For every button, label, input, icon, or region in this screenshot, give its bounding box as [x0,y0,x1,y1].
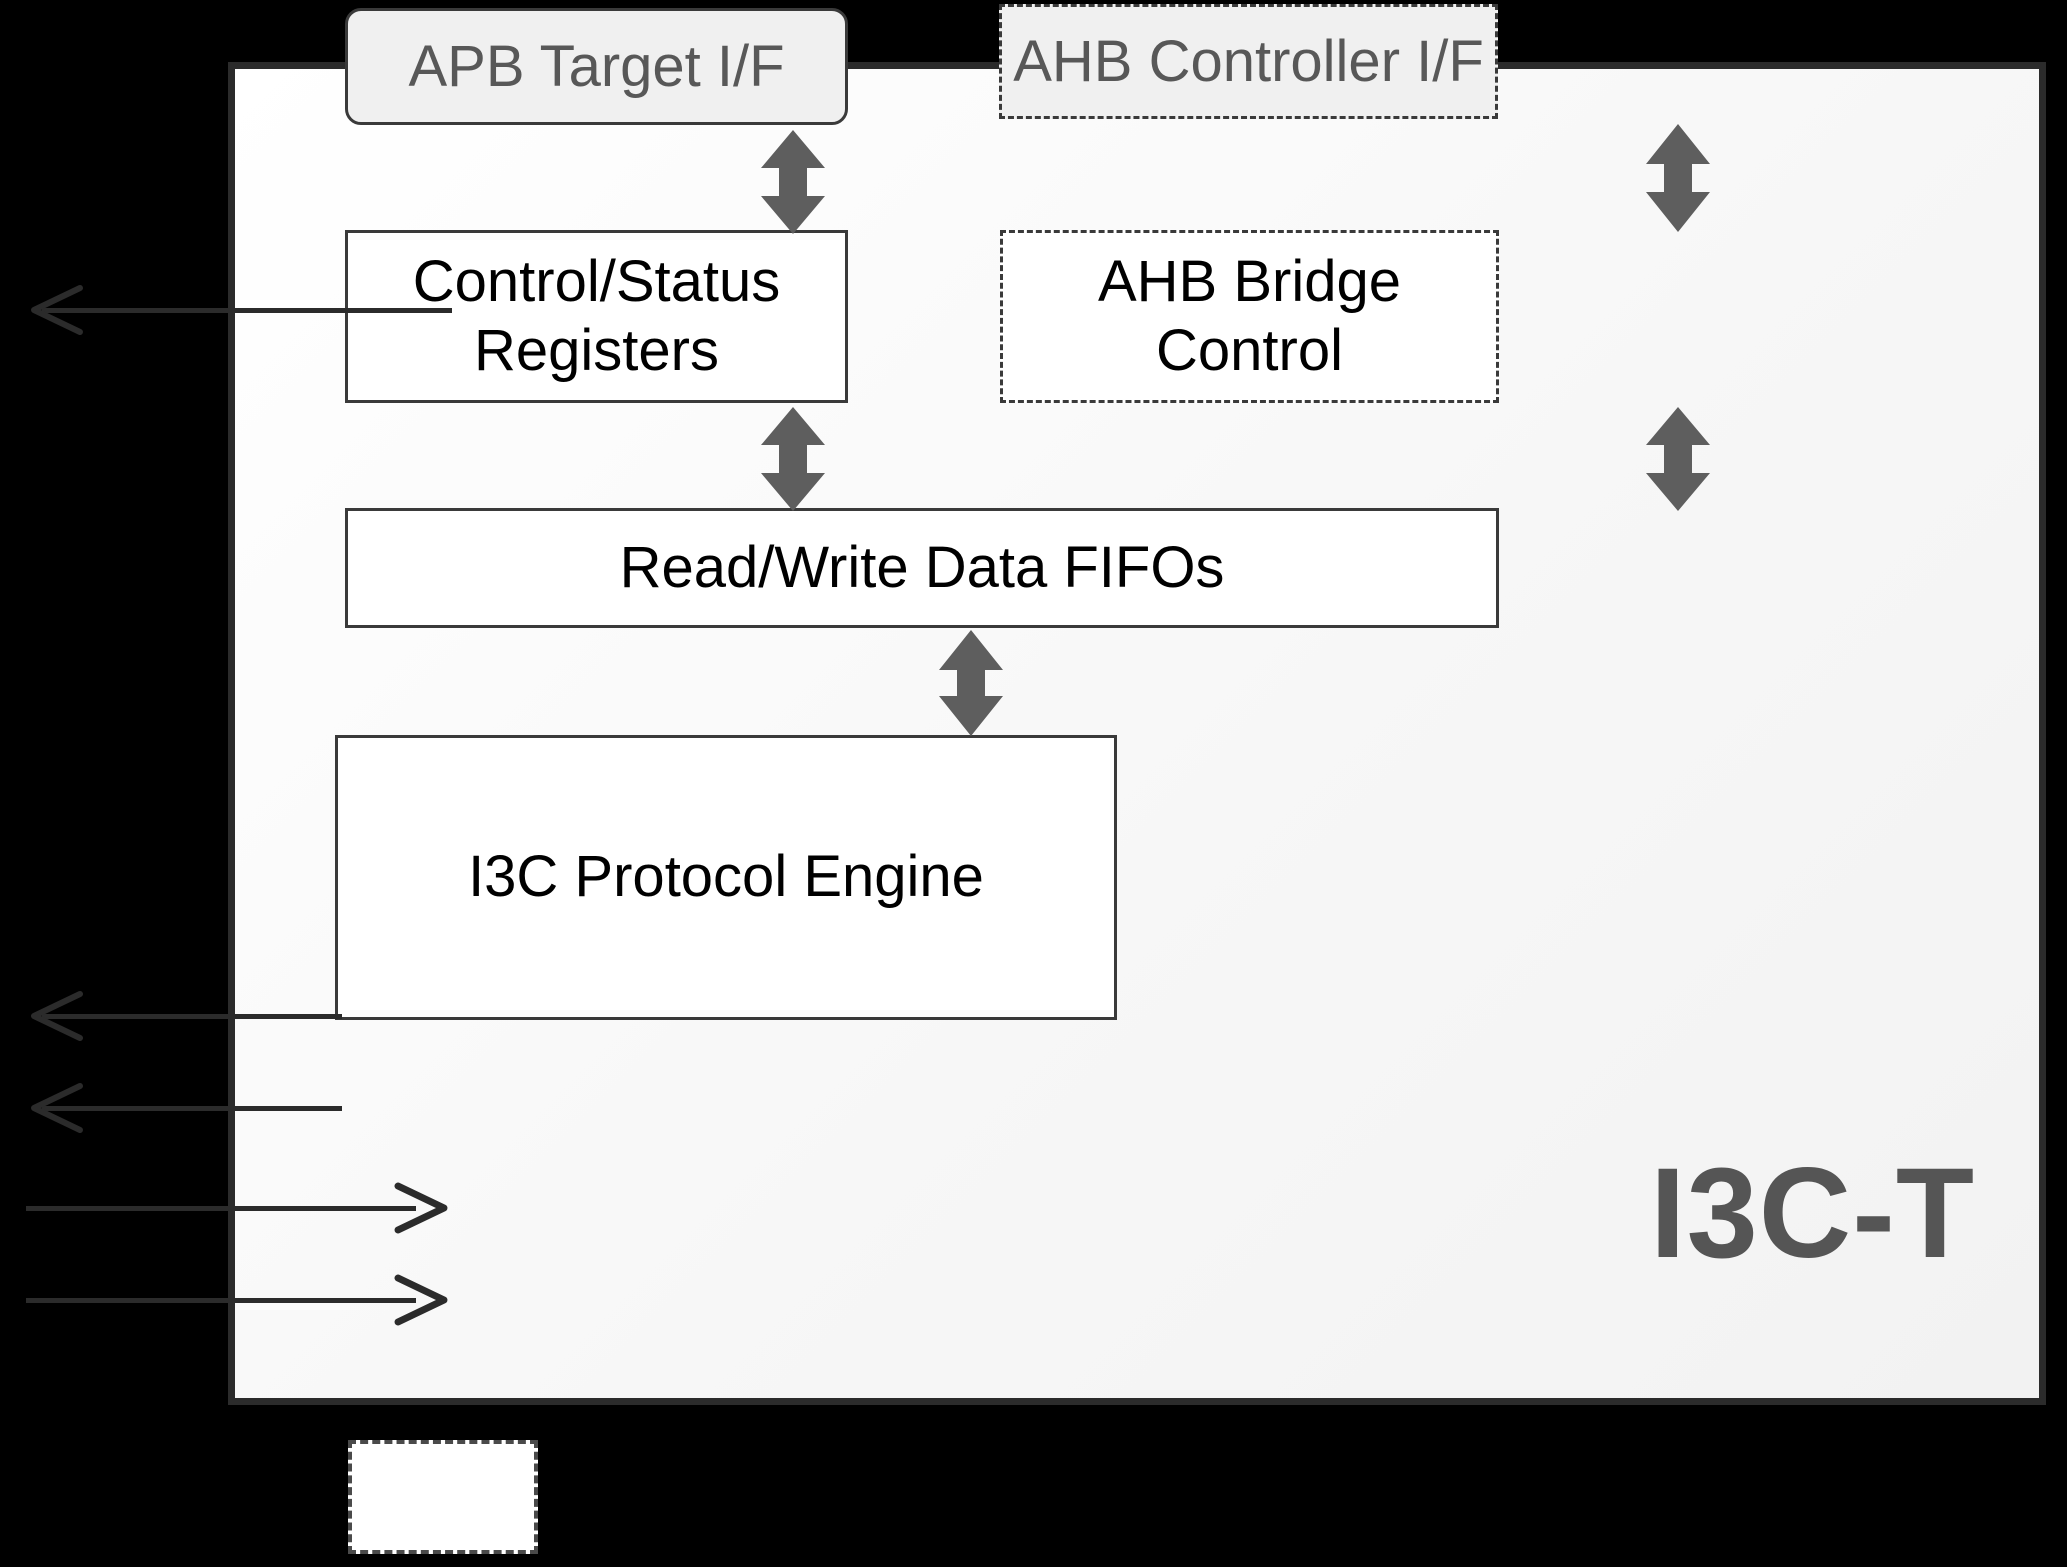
interface-ahb-controller[interactable]: AHB Controller I/F [999,4,1498,119]
connector-bridge-to-fifo [1642,405,1714,513]
interface-label-ahb: AHB Controller I/F [1013,29,1484,94]
engine-output-2-arrowhead-icon [28,1080,86,1136]
interface-apb-target[interactable]: APB Target I/F [345,8,848,125]
chip-wordmark-label: I3C-T [1650,1142,1975,1285]
engine-output-line-2 [42,1106,342,1111]
connector-csr-to-fifo [757,405,829,513]
csr-output-arrowhead-icon [28,282,86,338]
connector-ahb-to-bridge [1642,122,1714,234]
block-read-write-data-fifos[interactable]: Read/Write Data FIFOs [345,508,1499,628]
engine-output-1-arrowhead-icon [28,988,86,1044]
block-i3c-protocol-engine[interactable]: I3C Protocol Engine [335,735,1117,1020]
block-label-engine: I3C Protocol Engine [468,844,984,910]
connector-fifo-to-engine [935,628,1007,738]
interface-label-apb: APB Target I/F [408,34,785,99]
legend-key-swatch [348,1440,538,1554]
engine-output-line-1 [42,1014,342,1019]
connector-apb-to-csr [757,128,829,236]
engine-input-2-arrowhead-icon [392,1272,450,1328]
engine-input-1-arrowhead-icon [392,1180,450,1236]
engine-input-line-1 [26,1206,416,1211]
block-label-fifo: Read/Write Data FIFOs [619,534,1225,600]
engine-input-line-2 [26,1298,416,1303]
csr-output-line [42,308,452,313]
